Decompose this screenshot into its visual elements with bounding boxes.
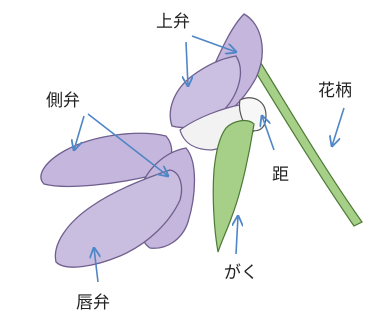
label-pedicel: 花柄 — [318, 81, 352, 101]
sepal-arrow — [236, 216, 238, 254]
label-upper-petal: 上弁 — [156, 12, 190, 32]
label-lip-petal: 唇弁 — [76, 293, 110, 313]
pedicel-arrow — [332, 108, 344, 146]
label-spur: 距 — [272, 165, 289, 185]
spur-arrow — [262, 116, 274, 150]
sepal-shape — [213, 121, 254, 252]
label-side-petal: 側弁 — [46, 91, 80, 111]
upper-petal-arrow-2 — [186, 42, 188, 86]
label-sepal: がく — [224, 263, 258, 283]
